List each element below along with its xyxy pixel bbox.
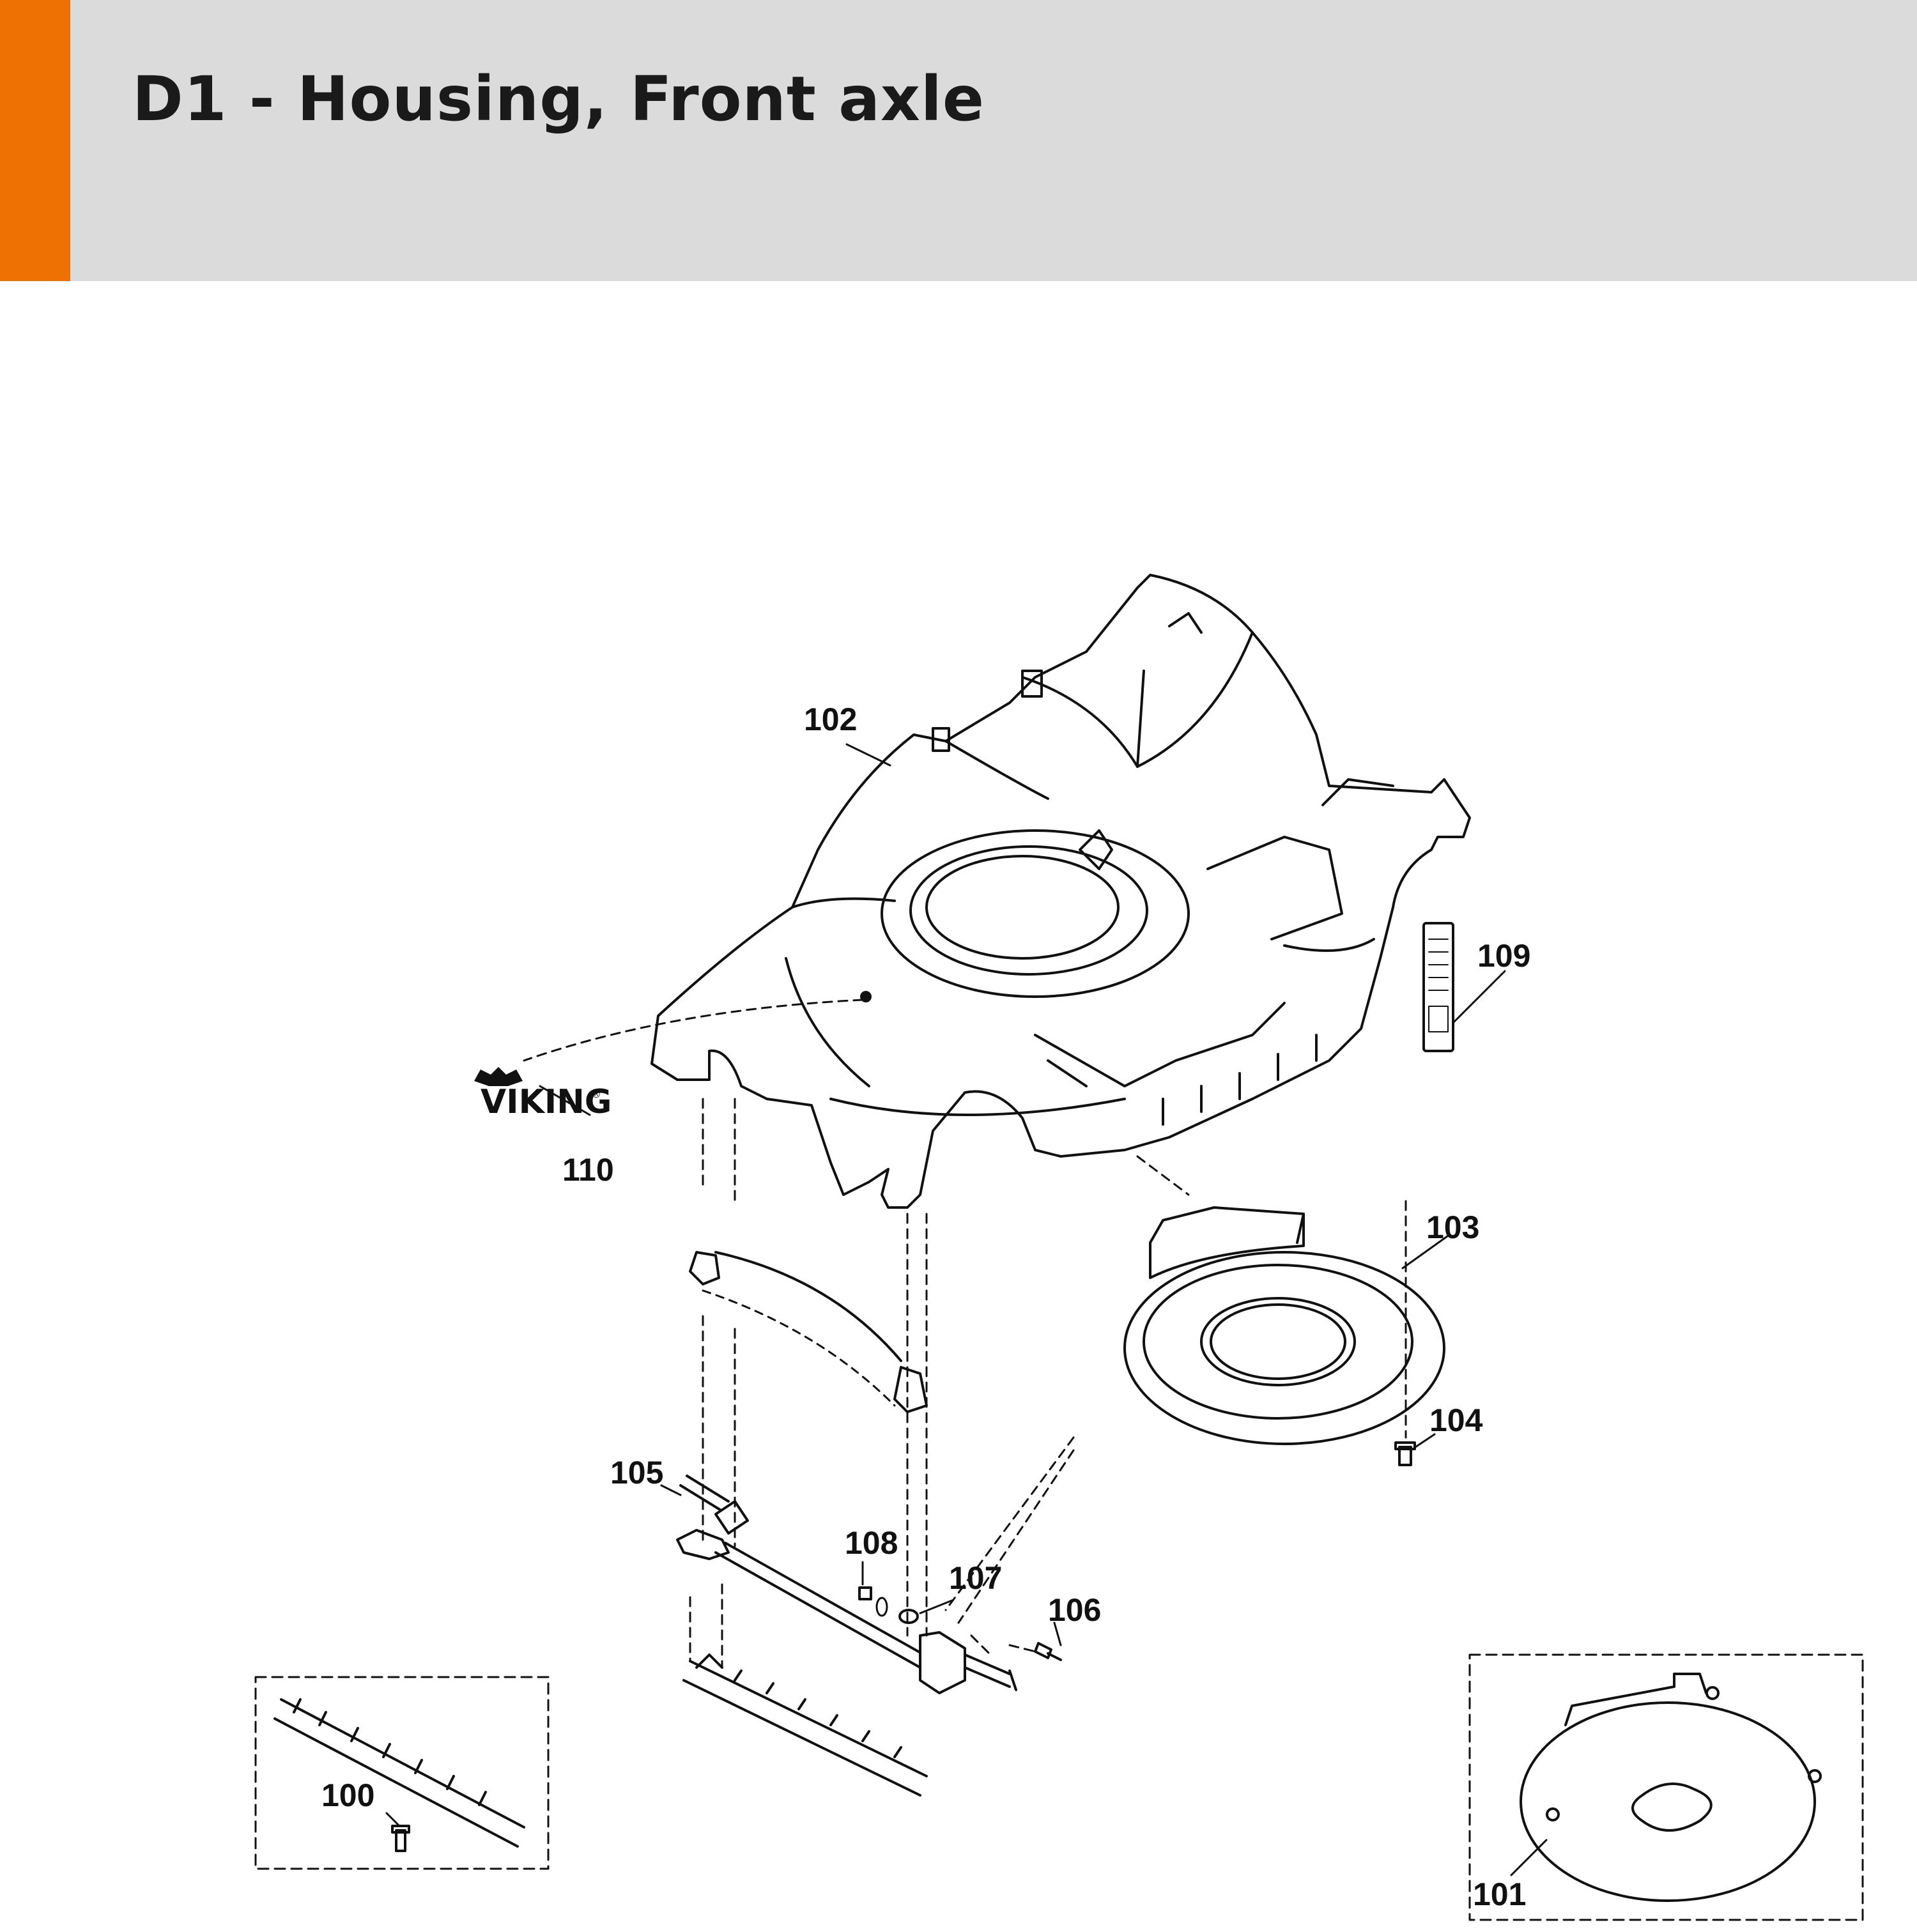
viking-logo: VIKING ®: [474, 1067, 612, 1121]
front-roller: [689, 1251, 928, 1413]
part-105-front-axle: [676, 1475, 1017, 1694]
part-104-screw: [1394, 1441, 1416, 1466]
page-title: D1 - Housing, Front axle: [132, 63, 985, 135]
part-109-label-card: [1422, 922, 1454, 1052]
header-bar: D1 - Housing, Front axle: [0, 0, 1917, 281]
callout-labels: 102 109 110 103 104 105 108 107 106 100 …: [321, 702, 1530, 1912]
callout-103: 103: [1426, 1209, 1479, 1245]
callout-109: 109: [1477, 938, 1530, 974]
part-100-detail-box: [254, 1676, 550, 1870]
assembly-lines: [523, 999, 1407, 1669]
callout-102: 102: [804, 702, 857, 737]
part-103-deflector-ring: [1123, 1206, 1445, 1445]
callout-104: 104: [1429, 1402, 1483, 1438]
callout-101: 101: [1473, 1876, 1526, 1912]
part-108-nut: [858, 1586, 872, 1600]
leader-lines: [385, 743, 1548, 1876]
height-adjust-bar: [682, 1653, 928, 1797]
part-101-detail-box: [1468, 1653, 1864, 1921]
viking-logo-text: VIKING: [481, 1083, 612, 1121]
part-107-washer: [875, 1597, 919, 1624]
part-106-bolt: [1034, 1642, 1062, 1661]
callout-110: 110: [562, 1152, 614, 1188]
part-102-housing-deck: [651, 574, 1471, 1209]
callout-106: 106: [1048, 1592, 1101, 1628]
callout-105: 105: [610, 1455, 663, 1491]
callout-108: 108: [845, 1525, 898, 1561]
callout-100: 100: [321, 1777, 374, 1813]
callout-107: 107: [949, 1560, 1002, 1596]
orange-accent-strip: [0, 0, 70, 281]
registered-mark: ®: [591, 1088, 601, 1100]
